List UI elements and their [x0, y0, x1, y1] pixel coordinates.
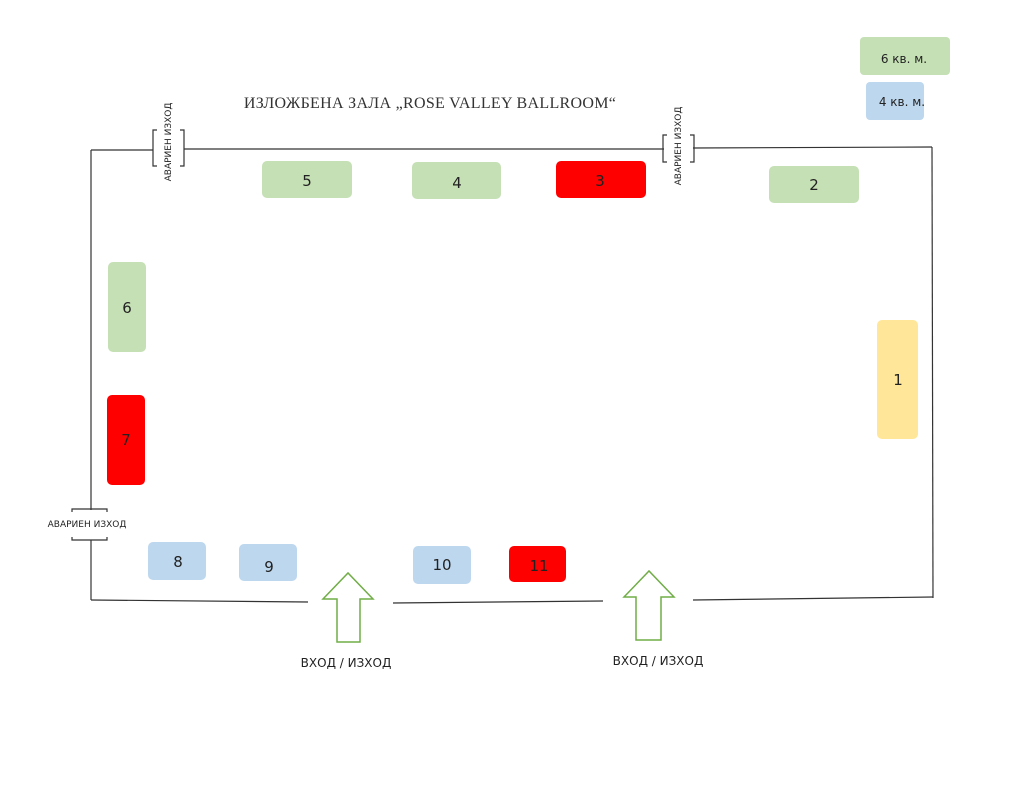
booth-9-number: 9: [264, 558, 274, 576]
booth-11-number: 11: [529, 557, 548, 575]
booth-8-number: 8: [173, 553, 183, 571]
wall-bottom-segment: [392, 600, 604, 604]
wall-bottom-segment: [90, 599, 309, 603]
floor-plan-title: ИЗЛОЖБЕНА ЗАЛА „ROSE VALLEY BALLROOM“: [244, 95, 616, 112]
entrance-label-left: ВХОД / ИЗХОД: [301, 656, 392, 670]
entrance-label-right: ВХОД / ИЗХОД: [613, 654, 704, 668]
booth-8[interactable]: [148, 542, 206, 580]
booth-2-number: 2: [809, 176, 819, 194]
emergency-exit-left: [71, 508, 108, 541]
entrance-arrow-left: [321, 571, 375, 643]
booth-9[interactable]: [239, 544, 297, 581]
booth-10[interactable]: [413, 546, 471, 584]
legend-label-6sqm: 6 кв. м.: [881, 52, 927, 66]
booth-4-number: 4: [452, 174, 462, 192]
wall-bottom-segment: [692, 596, 934, 601]
emergency-exit-top-right: [662, 134, 695, 163]
booth-1[interactable]: [877, 320, 918, 439]
emergency-exit-label-top-right: АВАРИЕН ИЗХОД: [674, 107, 684, 186]
entrances: [321, 569, 676, 643]
booth-7-number: 7: [121, 431, 131, 449]
emergency-exits: [71, 129, 695, 541]
booth-3-number: 3: [595, 172, 605, 190]
emergency-exit-top-left: [152, 129, 185, 167]
booth-11[interactable]: [509, 546, 566, 582]
legend-label-4sqm: 4 кв. м.: [879, 95, 925, 109]
emergency-exit-label-top-left: АВАРИЕН ИЗХОД: [164, 103, 174, 182]
booth-1-number: 1: [893, 371, 903, 389]
booth-6-number: 6: [122, 299, 132, 317]
emergency-exit-label-left: АВАРИЕН ИЗХОД: [48, 520, 127, 530]
wall-right: [931, 146, 934, 599]
booth-3[interactable]: [556, 161, 646, 198]
booths: 1 2 3 4 5 6 7 8 9 10 11: [107, 161, 918, 584]
hall-walls: [90, 146, 934, 604]
legend-swatch-4sqm: [866, 82, 924, 120]
legend-swatch-6sqm: [860, 37, 950, 75]
booth-5[interactable]: [262, 161, 352, 198]
booth-7[interactable]: [107, 395, 145, 485]
entrance-arrow-right: [622, 569, 676, 641]
booth-10-number: 10: [432, 556, 451, 574]
booth-4[interactable]: [412, 162, 501, 199]
booth-5-number: 5: [302, 172, 312, 190]
wall-top-segment: [692, 146, 933, 149]
booth-2[interactable]: [769, 166, 859, 203]
booth-6[interactable]: [108, 262, 146, 352]
legend: 6 кв. м. 4 кв. м.: [860, 37, 950, 120]
